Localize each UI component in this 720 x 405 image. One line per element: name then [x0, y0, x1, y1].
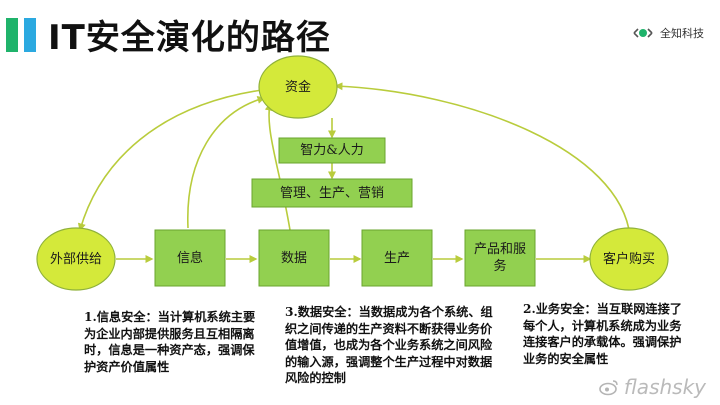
arrow-data-to-capital — [264, 102, 291, 231]
weibo-icon — [599, 380, 618, 396]
note-business-security: 2.业务安全：当互联网连接了每个人，计算机系统成为业务连接客户的承载体。强调保护… — [523, 302, 682, 366]
node-management: 管理、生产、营销 — [279, 185, 384, 201]
node-external: 外部供给 — [50, 251, 103, 267]
node-management-shape — [251, 178, 413, 208]
node-capital: 资金 — [284, 79, 311, 95]
node-products: 产品和服务 — [473, 242, 526, 274]
node-products-shape — [464, 229, 536, 287]
note-info-security: 1.信息安全：当计算机系统主要为企业内部提供服务且互相隔离时，信息是一种资产态，… — [84, 310, 256, 374]
node-external-shape — [36, 227, 116, 291]
brand-logo: 全知科技 — [632, 24, 704, 42]
title-accent-blue — [24, 17, 36, 52]
arrow-info-to-capital — [187, 95, 266, 229]
note-data-security: 3.数据安全：当数据成为各个系统、组织之间传递的生产资料不断获得业务价值增值，也… — [285, 305, 493, 385]
watermark-text: flashsky — [623, 375, 706, 399]
page-title: IT安全演化的路径 — [48, 18, 331, 58]
brand-logo-icon — [633, 28, 653, 38]
arrow-capital-to-external — [77, 89, 263, 232]
title-accent-green — [6, 17, 18, 52]
node-info: 信息 — [176, 250, 203, 266]
node-capital-shape — [258, 55, 338, 119]
watermark: flashsky — [598, 375, 706, 399]
brand-name: 全知科技 — [660, 27, 704, 40]
node-customer-shape — [589, 227, 669, 291]
node-intellect-shape — [278, 137, 386, 164]
node-info-shape — [154, 229, 226, 287]
node-data: 数据 — [280, 250, 307, 266]
arrow-customer-to-capital — [334, 82, 631, 237]
node-intellect: 智力&人力 — [300, 143, 364, 158]
node-production: 生产 — [383, 250, 410, 266]
node-production-shape — [361, 229, 433, 287]
title-bar: IT安全演化的路径 — [6, 10, 331, 59]
node-customer: 客户购买 — [603, 251, 656, 267]
node-data-shape — [258, 229, 330, 287]
